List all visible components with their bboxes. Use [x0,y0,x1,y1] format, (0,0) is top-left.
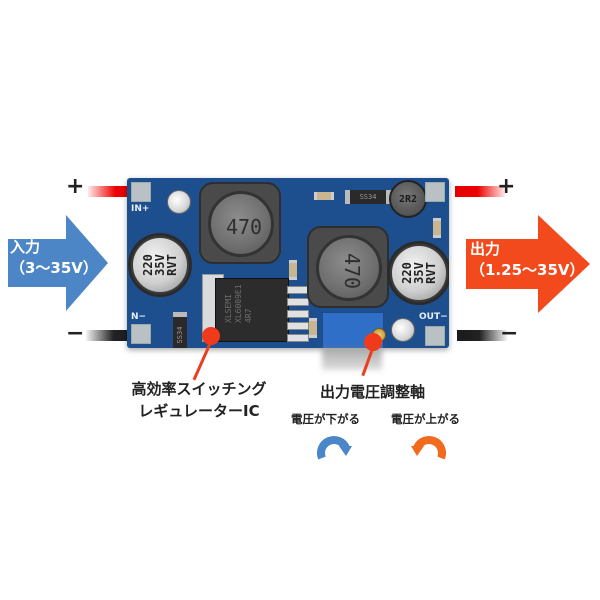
rotate-counterclockwise-increase-icon [411,436,446,460]
inductor-left-marking: 470 [225,215,263,239]
input-capacitor: 220 35V RVT [131,236,189,294]
boost-converter-board: IN+ 220 35V RVT N− SS34 470 XLSEMI XL600… [127,178,449,348]
output-minus-sign: − [500,321,519,346]
output-capacitor-marking: 220 35V RVT [400,262,438,284]
input-negative-pad [131,324,151,344]
output-label-range: （1.25〜35V） [470,261,585,279]
output-negative-lead [457,330,507,341]
output-positive-pad [425,182,445,202]
output-arrow-label: 出力 （1.25〜35V） [470,239,585,281]
output-plus-sign: + [497,174,516,199]
mounting-hole-right [391,318,415,342]
output-positive-lead [455,186,505,197]
input-negative-lead [86,330,136,341]
ic-label-line1: 高効率スイッチング [131,380,267,398]
ccw-label: 電圧が下がる [291,412,360,426]
input-plus-sign: + [66,174,85,199]
ic-callout-label: 高効率スイッチング レギュレーターIC [126,378,272,422]
ic-pin-1 [287,286,309,294]
ic-pin-2 [287,298,309,306]
input-arrow-icon [8,215,108,311]
smd-capacitor-right [433,218,441,238]
silk-in-minus: N− [131,312,147,322]
input-label-title: 入力 [10,238,41,256]
cw-label: 電圧が上がる [391,412,460,426]
smd-resistor-pot [309,318,317,338]
input-diode: SS34 [173,312,187,348]
pot-callout-dot [364,333,382,351]
small-inductor-marking: 2R2 [398,193,418,205]
silk-in-plus: IN+ [131,204,150,214]
inductor-right-marking: 470 [340,252,364,290]
small-inductor: 2R2 [389,180,427,218]
output-arrow-icon [466,215,590,313]
input-capacitor-marking: 220 35V RVT [141,254,179,276]
mounting-hole-left [167,190,191,214]
ic-marking: XLSEMI XL6009E1 4R7 [224,284,253,323]
inductor-left: 470 [199,182,281,264]
smd-capacitor-top [314,192,334,200]
inductor-right: 470 [307,226,389,308]
silk-out-minus: OUT− [419,312,448,322]
smd-resistor [289,260,297,280]
output-label-title: 出力 [470,240,501,258]
ic-pin-3 [287,310,309,318]
input-minus-sign: − [66,321,85,346]
ic-pin-5 [287,334,309,342]
ic-pin-4 [287,322,309,330]
input-label-range: （3〜35V） [10,259,98,277]
ic-label-line2: レギュレーターIC [138,402,260,420]
regulator-ic: XLSEMI XL6009E1 4R7 [215,278,289,342]
input-arrow-label: 入力 （3〜35V） [10,237,98,279]
rotate-clockwise-decrease-icon [317,436,352,460]
output-capacitor: 220 35V RVT [390,244,448,302]
output-negative-pad [425,326,445,346]
ic-callout-dot [202,327,220,345]
input-positive-lead [88,186,138,197]
pot-callout-label: 出力電圧調整軸 [320,383,426,401]
output-diode: SS34 [345,190,391,204]
input-positive-pad [131,182,151,202]
